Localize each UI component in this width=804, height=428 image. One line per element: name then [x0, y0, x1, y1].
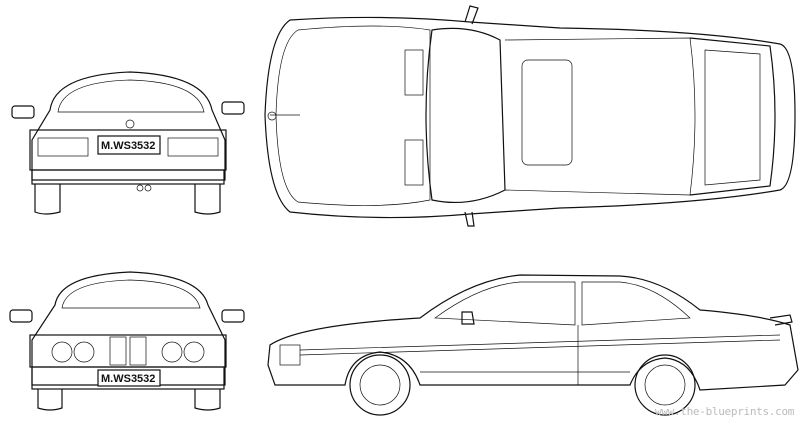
top-view — [264, 5, 796, 227]
front-license-plate — [97, 369, 161, 387]
rear-plate-text: M.WS3532 — [101, 140, 155, 152]
front-view: M.WS3532 — [9, 271, 245, 411]
rear-license-plate — [97, 135, 161, 155]
rear-view: M.WS3532 — [11, 71, 245, 215]
front-plate-text: M.WS3532 — [101, 373, 155, 385]
watermark: www.the-blueprints.com — [655, 405, 795, 418]
side-view — [267, 274, 799, 416]
